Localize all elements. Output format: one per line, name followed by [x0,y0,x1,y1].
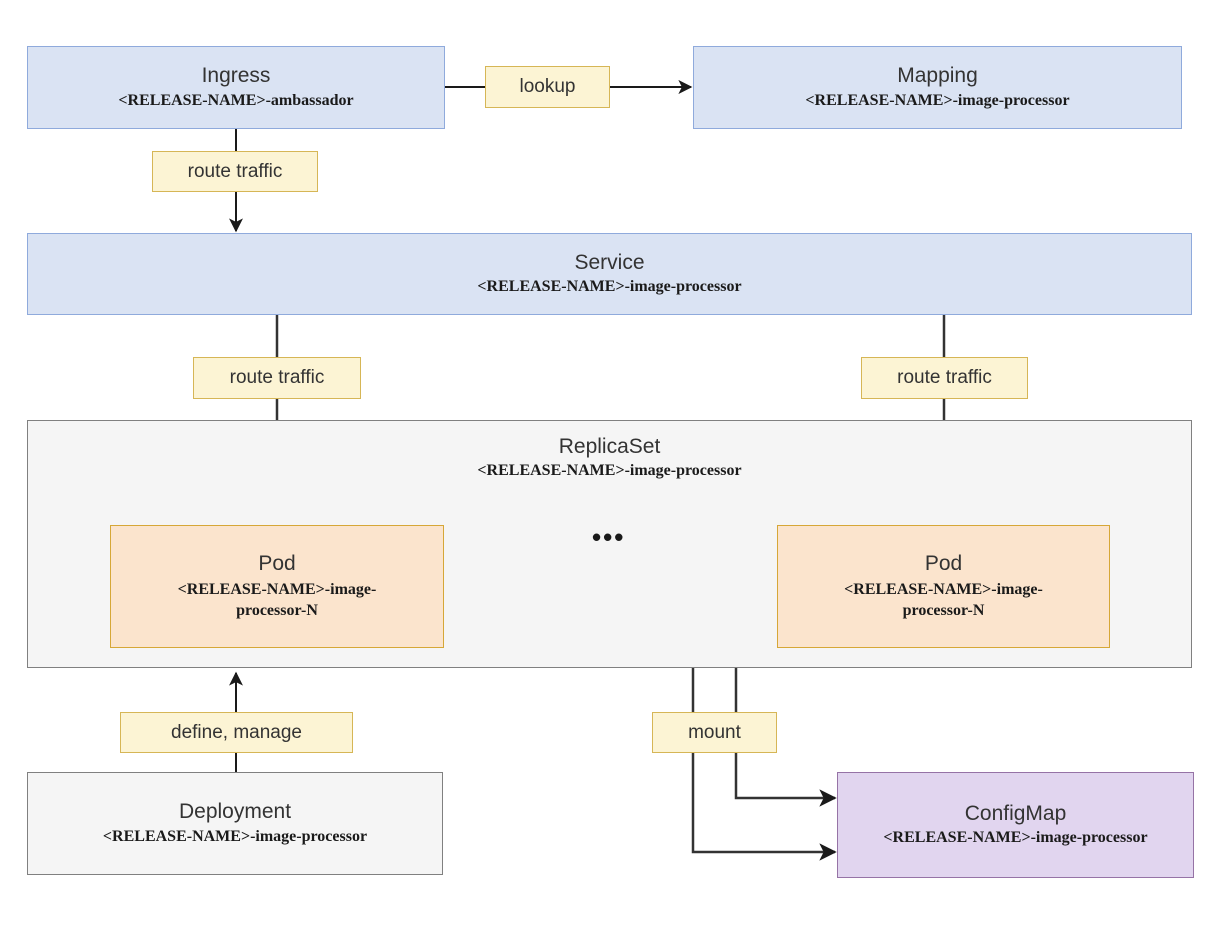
node-mapping[interactable]: Mapping <RELEASE-NAME>-image-processor [693,46,1182,129]
node-configmap-name: <RELEASE-NAME>-image-processor [883,829,1148,847]
edge-label-route-traffic-left-text: route traffic [229,367,325,388]
node-pod-left-name-line2: processor-N [236,602,318,620]
node-replicaset-name: <RELEASE-NAME>-image-processor [477,462,742,479]
node-configmap[interactable]: ConfigMap <RELEASE-NAME>-image-processor [837,772,1194,878]
node-pod-right-name-line2: processor-N [902,602,985,620]
edge-label-mount-text: mount [688,721,741,743]
edge-label-lookup[interactable]: lookup [485,66,610,108]
edge-label-route-traffic-right-text: route traffic [897,367,992,388]
node-configmap-kind: ConfigMap [964,801,1067,825]
node-service-name: <RELEASE-NAME>-image-processor [477,278,742,296]
node-deployment[interactable]: Deployment <RELEASE-NAME>-image-processo… [27,772,443,875]
node-service-kind: Service [574,250,645,274]
node-pod-right[interactable]: Pod <RELEASE-NAME>-image- processor-N [777,525,1110,648]
edge-mount-to-configmap-upper [734,752,837,807]
node-ingress-name: <RELEASE-NAME>-ambassador [118,91,354,109]
edge-label-mount[interactable]: mount [652,712,777,753]
edge-label-route-traffic-left[interactable]: route traffic [193,357,361,399]
node-deployment-name: <RELEASE-NAME>-image-processor [102,827,368,845]
edge-label-route-traffic-right[interactable]: route traffic [861,357,1028,399]
node-ingress[interactable]: Ingress <RELEASE-NAME>-ambassador [27,46,445,129]
edge-label-route-traffic-ingress[interactable]: route traffic [152,151,318,192]
pods-ellipsis-icon: ••• [592,522,626,552]
edge-label-lookup-text: lookup [519,76,576,97]
node-pod-right-name-line1: <RELEASE-NAME>-image- [844,581,1043,599]
node-pod-left-kind: Pod [258,551,296,575]
node-mapping-kind: Mapping [897,64,978,88]
node-pod-left-name-line1: <RELEASE-NAME>-image- [177,581,377,599]
node-mapping-name: <RELEASE-NAME>-image-processor [805,91,1070,109]
edge-label-define-manage[interactable]: define, manage [120,712,353,753]
edge-label-define-manage-text: define, manage [171,721,302,743]
node-ingress-kind: Ingress [201,64,271,88]
node-pod-left[interactable]: Pod <RELEASE-NAME>-image- processor-N [110,525,444,648]
node-service[interactable]: Service <RELEASE-NAME>-image-processor [27,233,1192,315]
node-replicaset-label: ReplicaSet <RELEASE-NAME>-image-processo… [28,435,1191,480]
node-replicaset-kind: ReplicaSet [558,435,661,458]
edge-label-route-traffic-ingress-text: route traffic [187,160,283,182]
node-deployment-kind: Deployment [178,800,292,824]
node-pod-right-kind: Pod [924,551,963,575]
edge-mount-to-configmap-lower [691,752,837,861]
